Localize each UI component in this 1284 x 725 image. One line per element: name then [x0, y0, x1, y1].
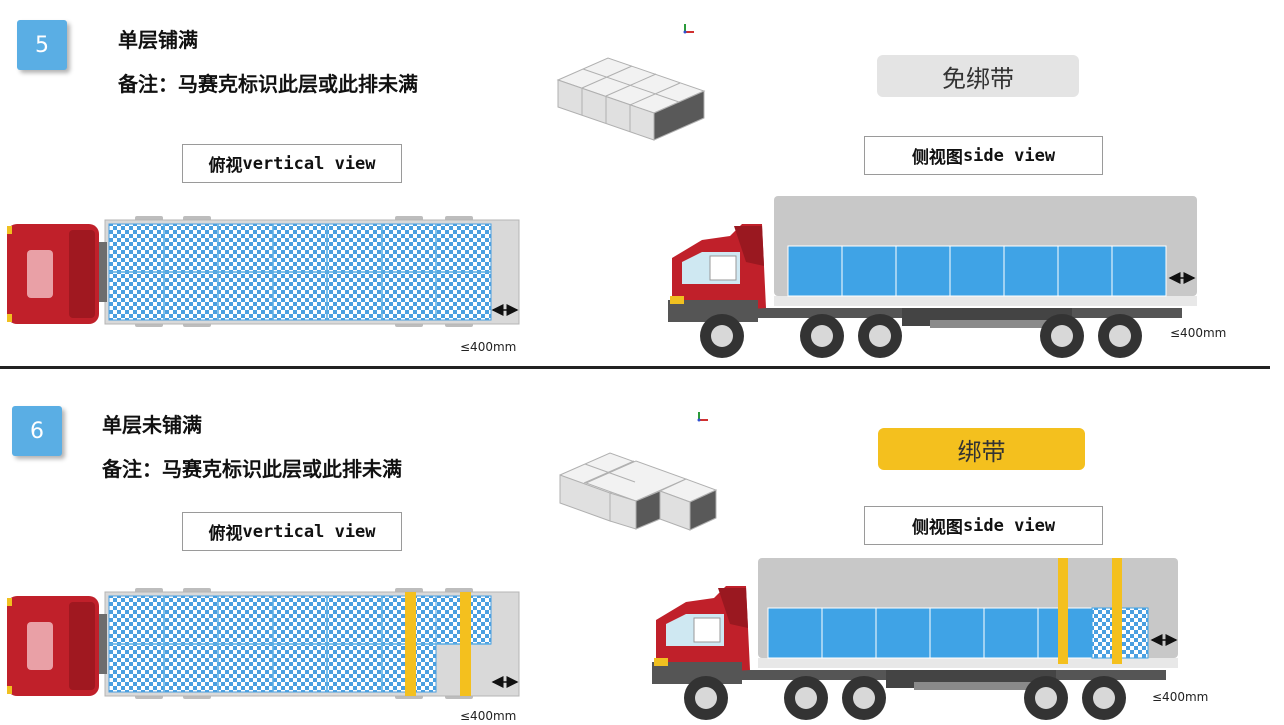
clearance-dimension-top: ≤400mm: [460, 340, 517, 354]
top-view-label-en: vertical view: [242, 521, 376, 542]
step-number-badge: 5: [17, 20, 67, 70]
side-view-label-cn: 侧视图: [911, 518, 963, 538]
top-view-label-cn: 俯视: [208, 524, 243, 544]
side-view-label-cn: 侧视图: [911, 148, 963, 168]
clearance-dimension-top: ≤400mm: [460, 709, 517, 723]
pallet-block-icon: [556, 57, 706, 141]
section-title: 单层铺满: [118, 28, 198, 52]
side-view-truck-icon: [652, 558, 1178, 720]
strap-badge: 绑带: [878, 428, 1085, 470]
top-view-truck-icon: [7, 216, 520, 327]
clearance-dimension-side: ≤400mm: [1170, 326, 1227, 340]
step-number-badge: 6: [12, 406, 62, 456]
axis-gizmo-icon: [683, 24, 694, 34]
section-title: 单层未铺满: [102, 413, 202, 437]
side-view-label-en: side view: [962, 145, 1056, 166]
pallet-block-icon: [559, 452, 718, 531]
axis-gizmo-icon: [697, 412, 708, 422]
side-view-label-en: side view: [962, 515, 1056, 536]
section-note: 备注：马赛克标识此层或此排未满: [118, 72, 418, 96]
section-divider: [0, 366, 1270, 369]
clearance-dimension-side: ≤400mm: [1152, 690, 1209, 704]
top-view-label-cn: 俯视: [208, 156, 243, 176]
no-strap-badge: 免绑带: [877, 55, 1079, 97]
top-view-label-en: vertical view: [242, 153, 376, 174]
top-view-truck-icon: [7, 588, 520, 699]
side-view-truck-icon: [668, 196, 1197, 358]
section-note: 备注：马赛克标识此层或此排未满: [102, 457, 402, 481]
